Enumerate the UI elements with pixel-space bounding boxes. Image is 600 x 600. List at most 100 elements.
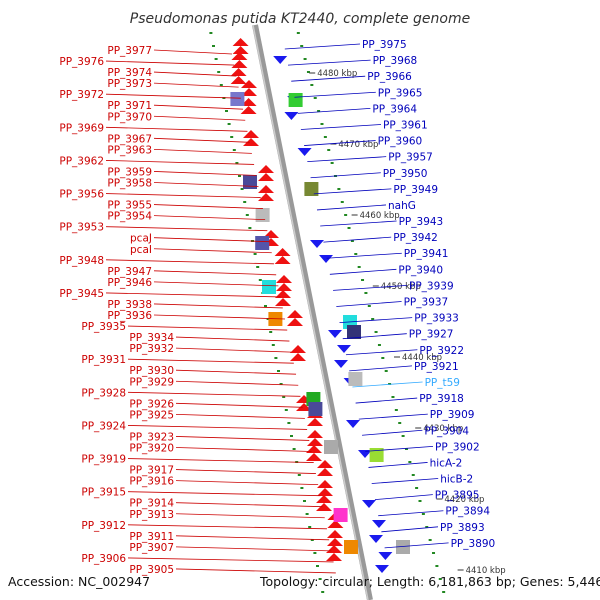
right-leader-line <box>320 220 397 227</box>
scale-dot <box>350 240 354 242</box>
plus-strand-gene <box>258 165 274 173</box>
left-leader-line <box>175 535 330 541</box>
left-gene-label: PP_3972 <box>59 89 104 101</box>
right-leader-line <box>352 381 423 388</box>
plus-strand-gene <box>307 418 323 426</box>
scale-dot <box>219 84 223 86</box>
right-gene-label: hicB-2 <box>440 474 473 486</box>
scale-dot <box>225 110 228 112</box>
scale-dot <box>217 71 221 73</box>
left-leader-line <box>175 513 325 519</box>
plus-strand-gene <box>240 98 257 106</box>
left-gene-label: PP_3917 <box>129 465 174 477</box>
plus-strand-gene <box>317 480 333 488</box>
scale-dot <box>306 71 310 73</box>
left-gene-label: PP_3948 <box>59 255 104 267</box>
scale-dot <box>428 539 432 541</box>
right-gene-label: PP_3918 <box>419 393 464 405</box>
left-leader-line <box>153 49 233 55</box>
left-leader-line <box>153 215 266 221</box>
scale-tick-label: 4430 kbp <box>423 424 463 434</box>
plus-strand-gene <box>307 430 323 438</box>
scale-dot <box>282 396 286 398</box>
genome-backbone <box>252 24 373 600</box>
left-gene-label: PP_3974 <box>107 67 152 79</box>
left-leader-line <box>175 447 312 452</box>
left-leader-line <box>153 137 250 143</box>
scale-dot <box>344 214 348 216</box>
left-gene-label: PP_3973 <box>107 78 152 90</box>
plus-strand-gene <box>327 538 343 546</box>
left-gene-label: PP_3926 <box>129 398 174 410</box>
right-leader-line <box>294 91 376 98</box>
left-leader-line <box>153 270 277 276</box>
left-leader-line <box>105 292 281 298</box>
left-leader-line <box>175 568 336 574</box>
scale-dot <box>287 422 291 424</box>
right-gene-label: PP_3961 <box>383 119 428 131</box>
left-leader-line <box>105 60 235 66</box>
scale-tick-label: 4470 kbp <box>338 140 378 150</box>
right-gene-label: PP_3966 <box>367 71 412 83</box>
right-leader-line <box>371 478 439 484</box>
backbone-line <box>252 24 373 600</box>
right-gene-label: PP_3933 <box>414 313 459 325</box>
gene-block <box>243 175 257 189</box>
plus-strand-gene <box>243 130 259 138</box>
left-gene-label: PP_3905 <box>129 564 174 576</box>
left-leader-line <box>127 425 308 430</box>
minus-strand-gene <box>358 450 372 458</box>
scale-dot <box>432 552 436 554</box>
plus-strand-gene <box>240 106 257 114</box>
gene-block <box>308 402 323 416</box>
left-leader-line <box>105 93 241 99</box>
scale-dot <box>232 149 236 151</box>
right-gene-label: PP_3940 <box>398 264 443 276</box>
left-leader-line <box>153 171 257 176</box>
right-leader-line <box>339 317 413 323</box>
left-leader-line <box>175 380 299 386</box>
scale-dot <box>438 578 442 580</box>
gene-block <box>348 372 363 386</box>
minus-strand-gene <box>346 420 360 428</box>
right-gene-label: PP_3941 <box>404 248 449 260</box>
scale-dot <box>227 123 231 125</box>
minus-strand-gene <box>310 240 324 248</box>
left-leader-line <box>153 115 246 121</box>
right-leader-line <box>336 301 402 307</box>
plus-strand-gene <box>232 46 249 54</box>
left-leader-line <box>175 546 332 552</box>
right-leader-line <box>287 59 371 66</box>
right-leader-line <box>329 268 397 275</box>
scale-dot <box>297 474 301 476</box>
left-gene-label: PP_3946 <box>107 277 152 289</box>
right-leader-line <box>297 107 371 114</box>
scale-dot <box>258 279 262 281</box>
right-leader-line <box>310 172 381 179</box>
plus-strand-gene <box>276 275 292 283</box>
plus-strand-gene <box>275 298 291 306</box>
left-leader-line <box>153 71 237 77</box>
right-leader-line <box>326 252 402 259</box>
right-gene-label: hicA-2 <box>430 457 463 469</box>
scale-dot <box>245 214 249 216</box>
scale-dot <box>230 136 234 138</box>
gene-block <box>230 92 245 106</box>
plus-strand-gene <box>326 545 342 553</box>
scale-dot <box>310 84 314 86</box>
right-leader-line <box>365 445 434 452</box>
scale-tick-label: 4460 kbp <box>360 211 400 221</box>
right-leader-line <box>384 542 449 549</box>
gene-block <box>347 325 361 339</box>
scale-dot <box>340 201 344 203</box>
scale-dot <box>274 357 278 359</box>
scale-dot <box>317 110 321 112</box>
scale-tick-label: 4440 kbp <box>402 353 442 363</box>
left-gene-label: PP_3923 <box>129 431 174 443</box>
gene-block <box>255 208 270 222</box>
left-gene-label: PP_3969 <box>59 122 104 134</box>
left-gene-label: PP_3916 <box>129 476 174 488</box>
scale-dot <box>248 227 252 229</box>
left-leader-line <box>153 148 252 154</box>
left-gene-label: PP_3967 <box>107 133 152 145</box>
